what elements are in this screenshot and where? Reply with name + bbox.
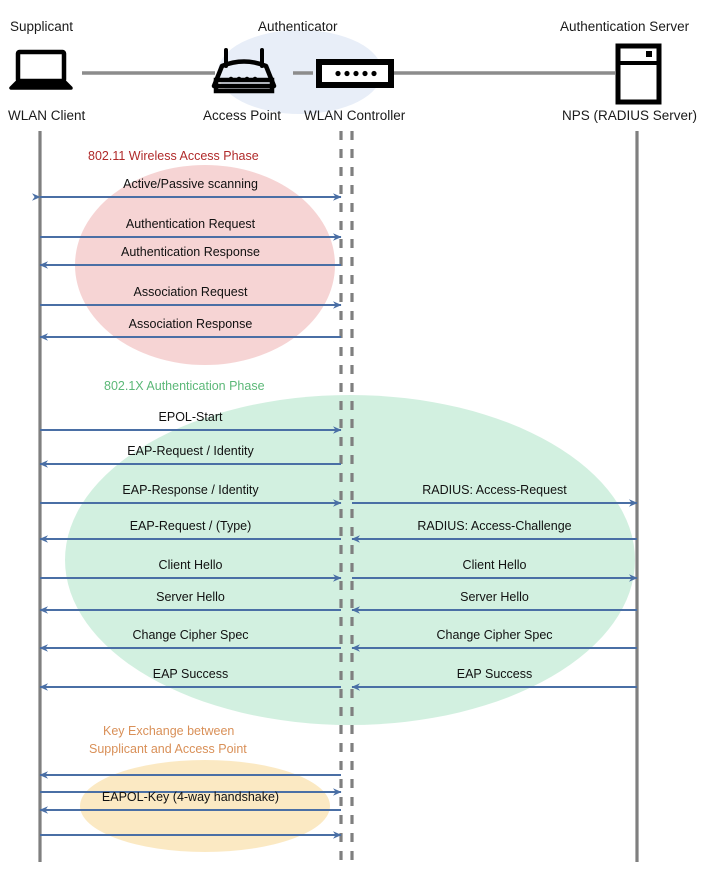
node-label-nps: NPS (RADIUS Server) [562, 108, 698, 123]
phase-label-8021x: 802.1X Authentication Phase [104, 379, 265, 393]
node-label-wlan-client: WLAN Client [8, 108, 86, 123]
message-left-label: Association Response [128, 317, 253, 331]
message-arrows-right [351, 499, 638, 691]
node-label-access-point: Access Point [203, 108, 282, 123]
message-right-label: RADIUS: Access-Challenge [417, 519, 572, 533]
router-led-dots [228, 76, 258, 82]
message-left-label: Server Hello [156, 590, 225, 604]
icon-network-switch [316, 59, 394, 88]
message-right-label: Change Cipher Spec [436, 628, 553, 642]
message-left-label: EAP-Request / Identity [127, 444, 254, 458]
message-left-label: Association Request [133, 285, 248, 299]
phase-label-key-exchange-line2: Supplicant and Access Point [89, 742, 247, 756]
message-left-label: EAP-Request / (Type) [129, 519, 252, 533]
message-right-label: EAP Success [456, 667, 533, 681]
message-arrows-left [32, 193, 342, 839]
message-right-label: RADIUS: Access-Request [422, 483, 567, 497]
message-left-label: EAP-Response / Identity [122, 483, 259, 497]
phase-backgrounds [65, 165, 635, 852]
message-left-label: Active/Passive scanning [123, 177, 258, 191]
message-left-label: EAP Success [152, 667, 229, 681]
icon-server-tower [615, 43, 662, 105]
switch-led-dots [335, 70, 377, 77]
message-left-label: Authentication Request [125, 217, 256, 231]
role-title-authenticator: Authenticator [258, 19, 338, 34]
role-title-supplicant: Supplicant [10, 19, 74, 34]
message-left-label: Change Cipher Spec [132, 628, 249, 642]
role-title-auth-server: Authentication Server [560, 19, 690, 34]
phase-key-exchange-ellipse [80, 760, 330, 852]
phase-label-key-exchange-line1: Key Exchange between [103, 724, 235, 738]
phase-8021x-ellipse [65, 395, 635, 725]
message-left-label: Authentication Response [121, 245, 260, 259]
node-label-wlan-controller: WLAN Controller [304, 108, 406, 123]
icon-laptop [9, 49, 73, 90]
icon-wireless-router [211, 48, 277, 94]
message-left-label: Client Hello [158, 558, 223, 572]
message-left-label: EPOL-Start [158, 410, 223, 424]
lifelines [38, 131, 639, 862]
phase-label-80211: 802.11 Wireless Access Phase [88, 149, 259, 163]
message-left-label: EAPOL-Key (4-way handshake) [101, 790, 280, 804]
message-right-label: Server Hello [460, 590, 529, 604]
message-right-label: Client Hello [462, 558, 527, 572]
